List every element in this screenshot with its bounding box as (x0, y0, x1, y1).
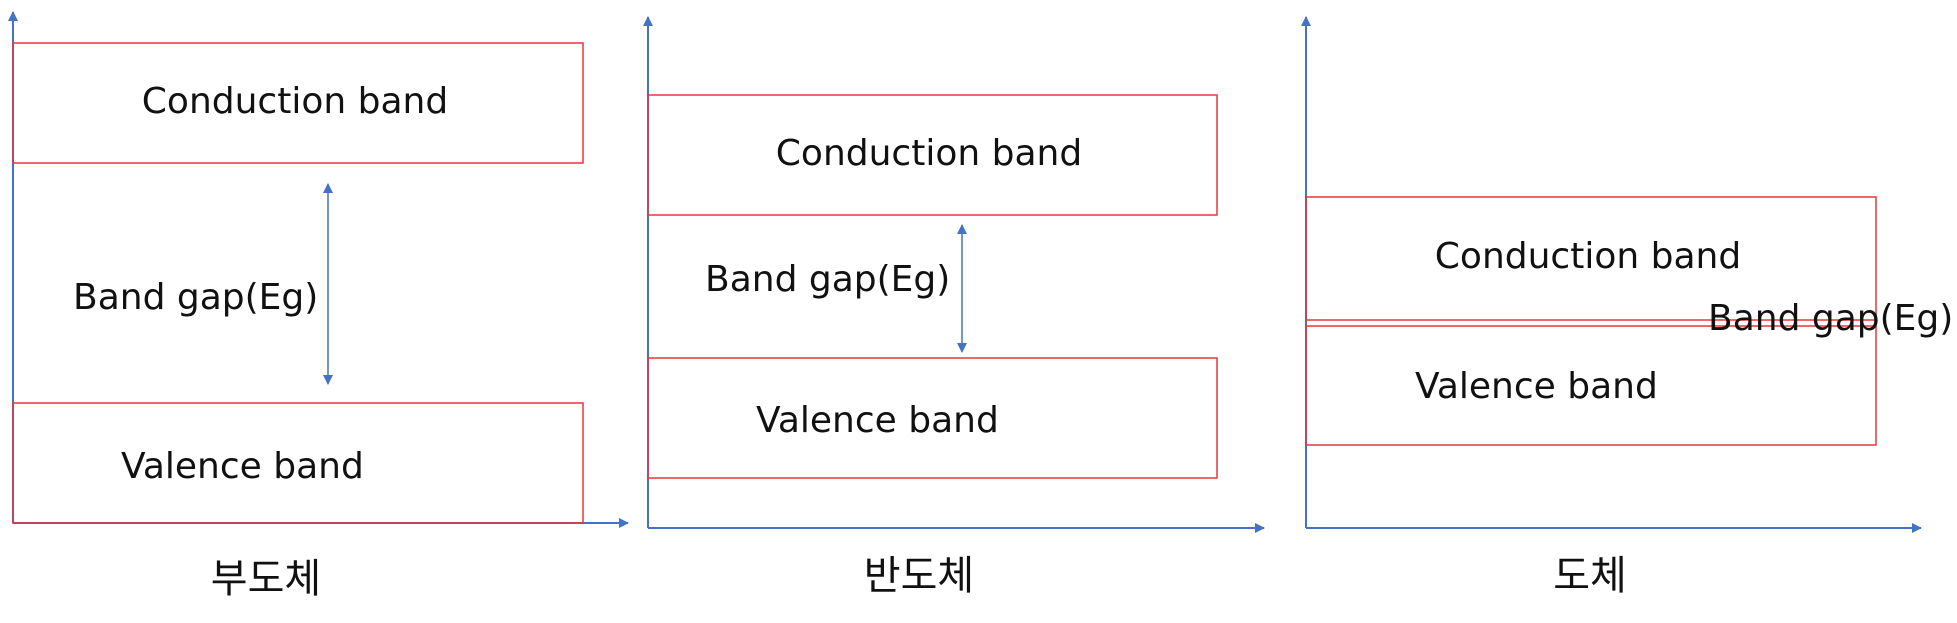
panel-caption: 반도체 (864, 553, 974, 599)
valence-band-label: Valence band (756, 400, 999, 441)
conduction-band-label: Conduction band (142, 81, 448, 122)
panel-semiconductor: Conduction band Band gap(Eg) Valence ban… (643, 16, 1265, 599)
conduction-band-box (12, 42, 584, 164)
valence-band-box (647, 357, 1218, 479)
band-gap-label: Band gap(Eg) (1708, 298, 1953, 339)
panel-caption: 도체 (1553, 553, 1627, 599)
panel-caption: 부도체 (211, 556, 321, 602)
valence-band-label: Valence band (121, 446, 364, 487)
panel-conductor: Conduction band Band gap(Eg) Valence ban… (1301, 16, 1953, 599)
band-gap-label: Band gap(Eg) (705, 259, 950, 300)
valence-band-label: Valence band (1415, 366, 1658, 407)
valence-band-box (12, 402, 584, 524)
valence-band-box (1305, 325, 1877, 446)
conduction-band-box (647, 94, 1218, 216)
conduction-band-label: Conduction band (776, 133, 1082, 174)
conduction-band-label: Conduction band (1435, 236, 1741, 277)
conduction-band-box (1305, 196, 1877, 321)
panel-insulator: Conduction band Band gap(Eg) Valence ban… (7, 11, 629, 602)
band-gap-label: Band gap(Eg) (73, 277, 318, 318)
